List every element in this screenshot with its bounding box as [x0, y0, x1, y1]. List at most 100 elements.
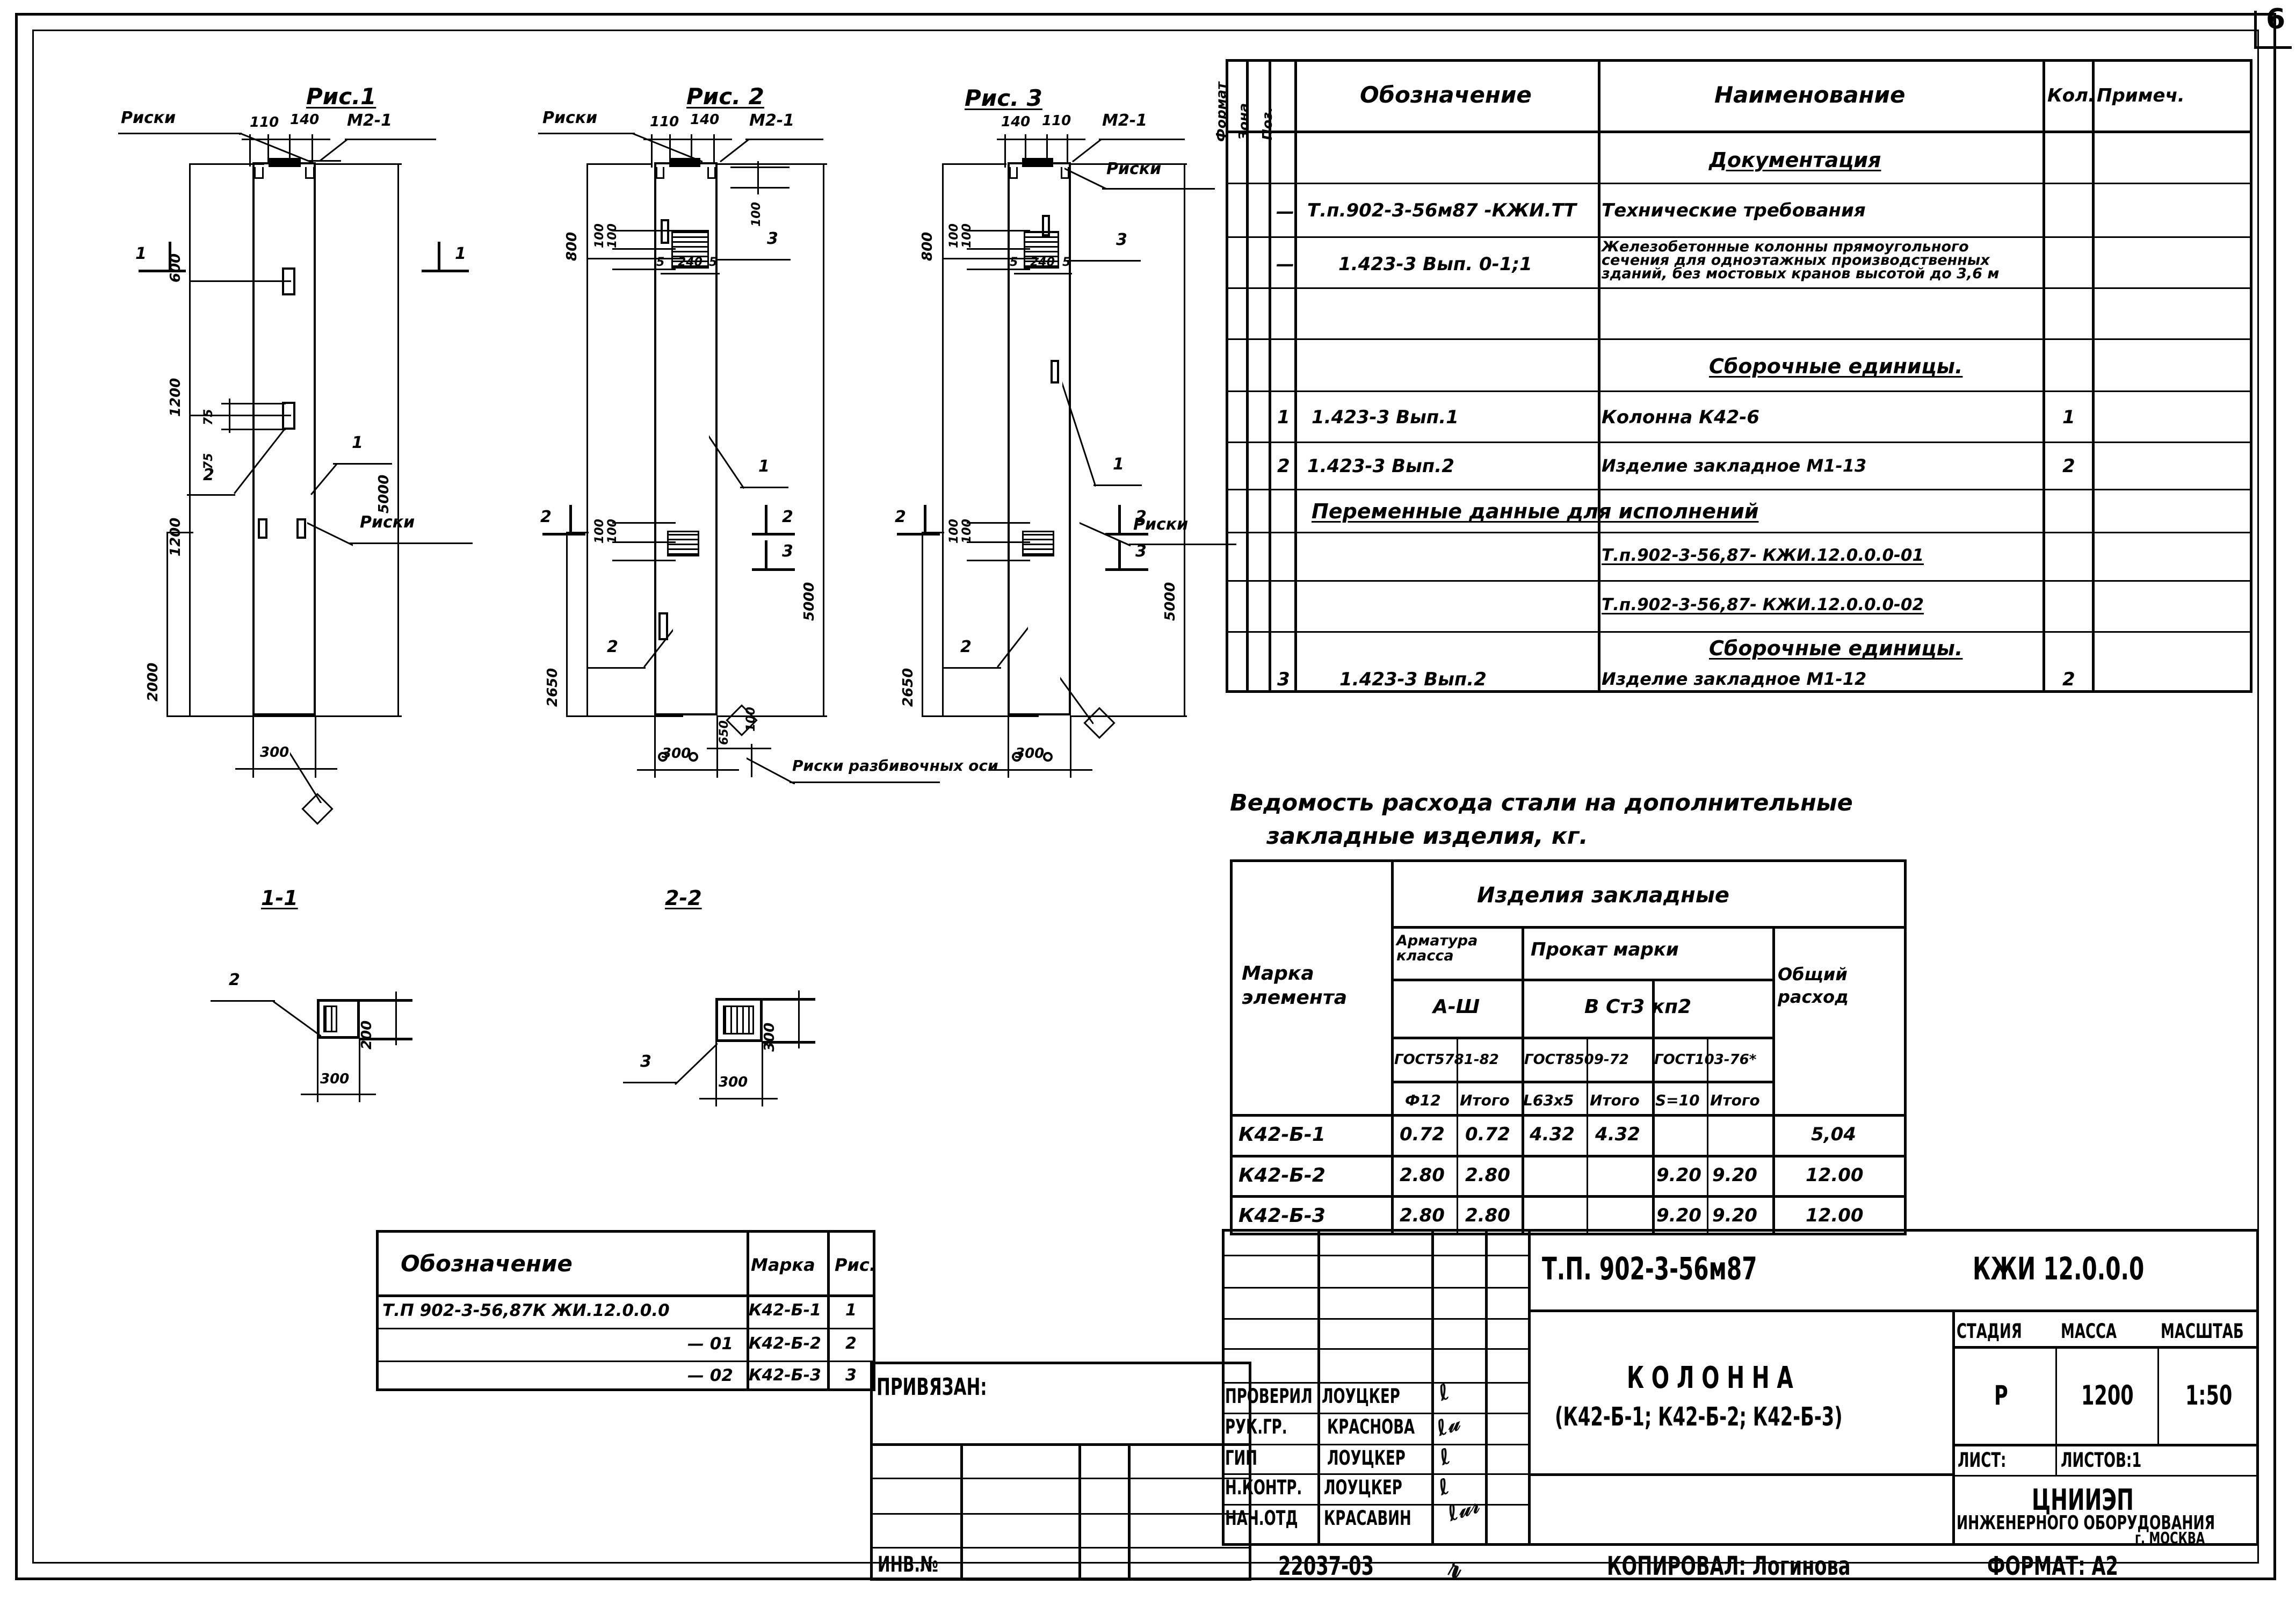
spec-row-3: Сборочные единицы.: [1226, 338, 2252, 390]
designation-header-designation: Обозначение: [401, 1250, 573, 1277]
spec-row-2: — 1.423-3 Вып. 0-1;1 Железобетонные коло…: [1226, 236, 2252, 338]
spec-row-4-designation: 1.423-3 Вып.1: [1312, 407, 1459, 428]
spec-row-5-pos: 2: [1277, 455, 1290, 477]
figure-2-callout-riski: Риски: [542, 108, 598, 127]
steel-row-1-element: К42-Б-2: [1238, 1164, 1326, 1186]
binding-block: ПРИВЯЗАН: ИНВ.№: [870, 1362, 1251, 1581]
spec-row-4: 1 1.423-3 Вып.1 Колонна К42-6 1: [1226, 390, 2252, 442]
title-object-marks: (К42-Б-1; К42-Б-2; К42-Б-3): [1555, 1402, 1843, 1432]
spec-row-10-pos: 3: [1277, 669, 1290, 690]
figure-3-callout-1: 1: [1113, 455, 1124, 474]
title-role-3: Н.КОНТР.: [1225, 1476, 1302, 1499]
steel-header-total: Общий расход: [1778, 964, 1849, 1007]
spec-row-2-name: Железобетонные колонны прямоугольного се…: [1602, 238, 2000, 282]
figure-3-dim-5a: 5: [1010, 256, 1018, 269]
figure-1-dim-5000: 5000: [376, 474, 392, 513]
sheet-inner-frame: [32, 30, 2259, 1564]
spec-row-1: — Т.п.902-3-56м87 -КЖИ.ТТ Технические тр…: [1226, 183, 2252, 236]
title-stage-label: СТАДИЯ: [1957, 1320, 2022, 1343]
title-org-line2: ИНЖЕНЕРНОГО ОБОРУДОВАНИЯ: [1957, 1512, 2215, 1534]
figure-2-dim-100a: 100: [606, 223, 619, 248]
figure-2-top-embed: [669, 158, 700, 167]
designation-table-row: Т.П 902-3-56,87К ЖИ.12.0.0.0 К42-Б-1 1: [376, 1294, 875, 1328]
spec-header-qty: Кол.: [2047, 85, 2095, 106]
section-2-2-title: 2-2: [665, 886, 702, 910]
steel-row-2-s10: 9.20: [1656, 1205, 1701, 1226]
designation-header-fig: Рис.: [835, 1255, 876, 1275]
section-1-1-dim-w: 300: [320, 1071, 350, 1087]
title-name-2: ЛОУЦКЕР: [1327, 1446, 1406, 1470]
figure-3-dim-240: 240: [1030, 256, 1055, 269]
figure-2-dim-100-right: 100: [750, 202, 763, 227]
figure-3-dim-2650: 2650: [900, 668, 916, 707]
figure-2-callout-1: 1: [758, 457, 770, 476]
designation-row-1-designation: — 01: [687, 1334, 733, 1354]
spec-row-6: Переменные данные для исполнений: [1226, 489, 2252, 532]
figure-2-embed-low2: [689, 752, 698, 762]
figure-2-callout-riski-axes-1: Риски разбивочных оси: [792, 757, 998, 775]
designation-table: Обозначение Марка Рис. Т.П 902-3-56,87К …: [376, 1230, 876, 1391]
archive-number: 22037-03: [1278, 1551, 1374, 1581]
spec-row-2-pos: —: [1276, 254, 1294, 275]
steel-header-gost-angle: ГОСТ8509-72: [1524, 1052, 1629, 1068]
figure-3-dim-300: 300: [1015, 746, 1045, 762]
specification-table: Формат Зона Поз. Обозначение Наименовани…: [1213, 59, 2252, 693]
figure-1-dim-300: 300: [260, 744, 289, 761]
figure-3-embed-low1: [1012, 752, 1022, 762]
designation-row-2-designation: — 02: [687, 1366, 733, 1385]
steel-header-rebar-grade: А-Ш: [1433, 996, 1480, 1018]
spec-row-6-designation: Переменные данные для исполнений: [1312, 500, 1759, 523]
spec-row-5-name: Изделие закладное М1-13: [1602, 455, 1867, 476]
spec-row-0: Документация: [1226, 131, 2252, 183]
figure-1-dim-2000: 2000: [145, 662, 161, 701]
figure-2-dim-5b: 5: [709, 256, 718, 269]
figure-1-column: [252, 162, 316, 715]
figure-3-top-embed: [1022, 158, 1053, 167]
spec-row-4-pos: 1: [1277, 407, 1290, 428]
figure-1-dim-75a: 75: [202, 409, 215, 425]
figure-2-title: Рис. 2: [686, 83, 764, 110]
figure-2-embed-mid: [658, 612, 668, 640]
steel-subheader-0: Ф12: [1405, 1091, 1441, 1109]
figure-3-embed-mid: [1051, 360, 1059, 384]
title-mass-value: 1200: [2081, 1380, 2134, 1411]
title-mass-label: МАССА: [2061, 1320, 2117, 1343]
figure-2-dim-110: 110: [650, 114, 679, 130]
spec-row-1-name: Технические требования: [1602, 200, 1866, 221]
steel-table-row: К42-Б-2 2.80 2.80 9.20 9.20 12.00: [1230, 1155, 1907, 1195]
spec-row-7-name: Т.п.902-3-56,87- КЖИ.12.0.0.0-01: [1602, 546, 1924, 565]
format-note: ФОРМАТ: А2: [1987, 1551, 2118, 1581]
figure-2-embed-hatched-2: [667, 531, 699, 556]
figure-1-embed-bottom2: [296, 518, 306, 539]
designation-table-row: — 01 К42-Б-2 2: [376, 1328, 875, 1361]
steel-consumption-block: Ведомость расхода стали на дополнительны…: [1230, 790, 1950, 1235]
steel-row-2-d12: 2.80: [1400, 1205, 1445, 1226]
section-1-1-outline: [317, 999, 360, 1039]
steel-row-2-it1: 2.80: [1465, 1205, 1510, 1226]
designation-row-2-mark: К42-Б-3: [749, 1366, 821, 1385]
spec-row-7: Т.п.902-3-56,87- КЖИ.12.0.0.0-01: [1226, 532, 2252, 580]
section-1-1-title: 1-1: [261, 886, 298, 910]
figure-2-embed-bar: [661, 219, 669, 244]
steel-table-row: К42-Б-3 2.80 2.80 9.20 9.20 12.00: [1230, 1195, 1907, 1235]
spec-row-10-qty: 2: [2062, 669, 2075, 690]
spec-row-9-name: Сборочные единицы.: [1709, 636, 1963, 660]
title-code-left: Т.П. 902-3-56м87: [1542, 1250, 1757, 1287]
figure-1-dim-1200a: 1200: [168, 378, 184, 417]
steel-row-0-d12: 0.72: [1400, 1124, 1445, 1145]
figure-3-embed-hatched: [1024, 231, 1059, 269]
steel-row-2-element: К42-Б-3: [1238, 1205, 1326, 1227]
figure-3-dim-5b: 5: [1062, 256, 1071, 269]
title-sheet-label: ЛИСТ:: [1958, 1449, 2007, 1472]
spec-row-5: 2 1.423-3 Вып.2 Изделие закладное М1-13 …: [1226, 442, 2252, 489]
spec-row-3-name: Сборочные единицы.: [1709, 354, 1963, 378]
steel-row-1-it1: 2.80: [1465, 1164, 1510, 1186]
steel-table-row: К42-Б-1 0.72 0.72 4.32 4.32 5,04: [1230, 1114, 1907, 1155]
page-number: 6: [2266, 3, 2286, 35]
title-sheets-label: ЛИСТОВ:1: [2061, 1449, 2142, 1472]
steel-row-0-l63: 4.32: [1530, 1124, 1575, 1145]
binding-label: ПРИВЯЗАН:: [877, 1373, 987, 1401]
figure-3-callout-2: 2: [960, 638, 972, 656]
section-1-1-callout: 2: [229, 971, 240, 989]
figure-3-dim-100b: 100: [947, 223, 961, 248]
